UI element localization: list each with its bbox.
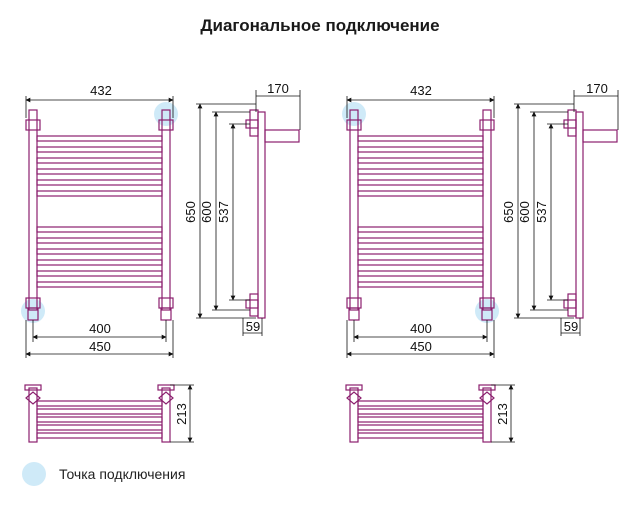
connection-point-swatch: [22, 462, 46, 486]
diagram-right: 432 400 450 650: [342, 81, 619, 443]
diagram-left: 432 400 450 650: [21, 81, 301, 443]
dimension-label-inner-width: 400: [89, 321, 111, 336]
dimension-label-width-top: 432: [410, 83, 432, 98]
dimension-label-total-height: 650: [501, 201, 516, 223]
dimension-label-offset: 59: [246, 319, 260, 334]
connection-point-marker: [154, 102, 178, 126]
top-view: [24, 384, 175, 443]
side-dimensions: [196, 90, 301, 336]
dimension-label-top-depth: 213: [495, 403, 510, 425]
front-dimensions: [346, 96, 495, 358]
dimension-label-width-top: 432: [90, 83, 112, 98]
side-view: [563, 109, 618, 319]
side-view: [245, 109, 300, 319]
legend-label: Точка подключения: [59, 466, 186, 482]
dimension-label-depth: 170: [267, 81, 289, 96]
top-view: [345, 384, 496, 443]
dimension-label-top-depth: 213: [174, 403, 189, 425]
dimension-label-depth: 170: [586, 81, 608, 96]
page-title: Диагональное подключение: [200, 16, 440, 35]
dimension-label-inner-height: 537: [534, 201, 549, 223]
top-dimensions: [491, 384, 515, 443]
front-view: [25, 109, 174, 321]
connection-point-marker: [475, 299, 499, 323]
side-dimensions: [514, 90, 619, 336]
front-view: [346, 109, 495, 321]
top-dimensions: [170, 384, 194, 443]
dimension-label-offset: 59: [564, 319, 578, 334]
connection-point-marker: [342, 102, 366, 126]
dimension-label-outer-width: 450: [89, 339, 111, 354]
dimension-label-inner-width: 400: [410, 321, 432, 336]
dimension-label-inner-height: 537: [216, 201, 231, 223]
dimension-label-mid-height: 600: [517, 201, 532, 223]
dimension-label-outer-width: 450: [410, 339, 432, 354]
connection-point-marker: [21, 299, 45, 323]
legend: Точка подключения: [22, 460, 322, 490]
dimension-label-total-height: 650: [183, 201, 198, 223]
front-dimensions: [25, 96, 174, 358]
dimension-label-mid-height: 600: [199, 201, 214, 223]
